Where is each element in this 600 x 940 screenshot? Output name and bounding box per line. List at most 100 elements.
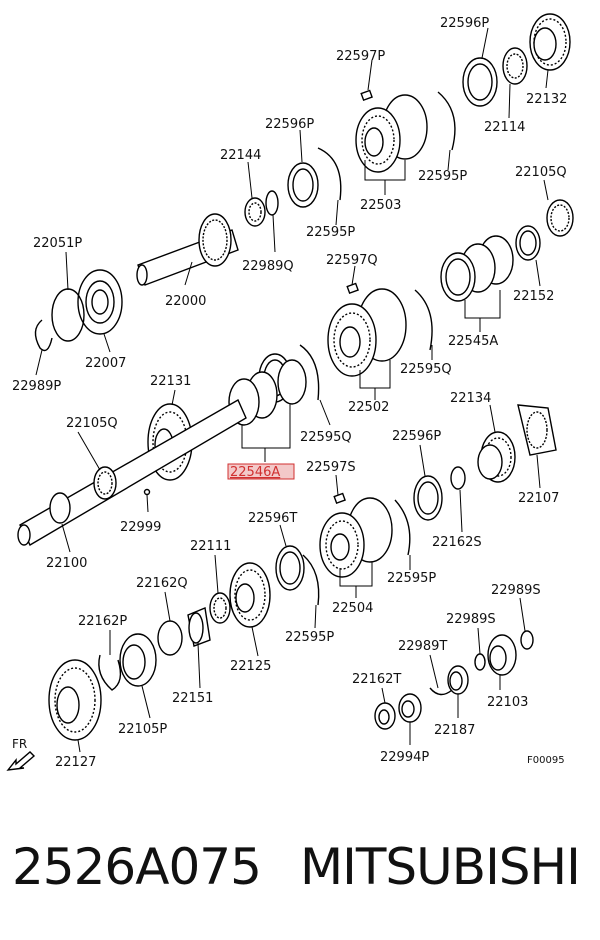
part-22597Q[interactable] <box>346 282 359 295</box>
part-22103[interactable] <box>487 634 517 676</box>
label-22132[interactable]: 22132 <box>526 92 567 107</box>
label-22000[interactable]: 22000 <box>165 294 206 309</box>
label-22994P[interactable]: 22994P <box>380 750 429 765</box>
part-22151[interactable] <box>187 607 211 647</box>
label-22007[interactable]: 22007 <box>85 356 126 371</box>
label-22595P[interactable]: 22595P <box>418 169 467 184</box>
label-22595Q[interactable]: 22595Q <box>300 430 352 445</box>
label-22989S[interactable]: 22989S <box>446 612 496 627</box>
label-22989T[interactable]: 22989T <box>398 639 447 654</box>
part-22127[interactable] <box>48 659 102 741</box>
label-22131[interactable]: 22131 <box>150 374 191 389</box>
label-22105Q[interactable]: 22105Q <box>515 165 567 180</box>
part-22162P[interactable] <box>98 654 122 691</box>
label-22595P[interactable]: 22595P <box>387 571 436 586</box>
label-22596T[interactable]: 22596T <box>248 511 297 526</box>
label-22162Q[interactable]: 22162Q <box>136 576 188 591</box>
label-22187[interactable]: 22187 <box>434 723 475 738</box>
part-22144[interactable] <box>244 197 266 227</box>
part-22595P-a[interactable] <box>437 91 456 151</box>
label-22595P[interactable]: 22595P <box>285 630 334 645</box>
label-22127[interactable]: 22127 <box>55 755 96 770</box>
part-22114[interactable] <box>502 47 528 85</box>
part-22999[interactable] <box>143 488 151 496</box>
part-22000[interactable] <box>136 213 239 286</box>
label-22162T[interactable]: 22162T <box>352 672 401 687</box>
part-22989S-b[interactable] <box>474 653 486 671</box>
label-22546A-highlighted[interactable]: 22546A <box>230 465 280 480</box>
part-22989S-a[interactable] <box>520 630 534 650</box>
label-22103[interactable]: 22103 <box>487 695 528 710</box>
part-22107[interactable] <box>517 404 557 456</box>
label-22051P[interactable]: 22051P <box>33 236 82 251</box>
part-22105P[interactable] <box>119 633 157 687</box>
part-22125[interactable] <box>229 562 271 628</box>
part-22595P-c[interactable] <box>394 499 411 556</box>
label-22595P[interactable]: 22595P <box>306 225 355 240</box>
label-22144[interactable]: 22144 <box>220 148 261 163</box>
label-22502[interactable]: 22502 <box>348 400 389 415</box>
brand-name: MITSUBISHI <box>300 838 581 896</box>
label-22989P[interactable]: 22989P <box>12 379 61 394</box>
part-22503[interactable] <box>355 94 428 173</box>
part-22994P[interactable] <box>398 693 422 723</box>
label-22503[interactable]: 22503 <box>360 198 401 213</box>
part-22596P-top[interactable] <box>462 57 498 107</box>
label-22100[interactable]: 22100 <box>46 556 87 571</box>
label-22105Q[interactable]: 22105Q <box>66 416 118 431</box>
part-22595Q-b[interactable] <box>299 344 320 401</box>
label-22134[interactable]: 22134 <box>450 391 491 406</box>
part-22596P-lower[interactable] <box>413 475 443 521</box>
part-22595Q-a[interactable] <box>414 289 433 351</box>
label-22125[interactable]: 22125 <box>230 659 271 674</box>
label-22107[interactable]: 22107 <box>518 491 559 506</box>
middle-assembly <box>17 199 574 546</box>
part-22007[interactable] <box>77 269 123 335</box>
part-22100[interactable] <box>17 399 247 546</box>
label-22989S[interactable]: 22989S <box>491 583 541 598</box>
label-22151[interactable]: 22151 <box>172 691 213 706</box>
part-22595P-d[interactable] <box>302 554 320 606</box>
arrow-down-left-icon <box>6 751 36 771</box>
label-22596P[interactable]: 22596P <box>265 117 314 132</box>
part-22504[interactable] <box>319 497 393 578</box>
label-22504[interactable]: 22504 <box>332 601 373 616</box>
label-22545A[interactable]: 22545A <box>448 334 498 349</box>
part-22162Q[interactable] <box>157 620 183 656</box>
part-22545A[interactable] <box>440 235 514 302</box>
label-22162P[interactable]: 22162P <box>78 614 127 629</box>
label-22989Q[interactable]: 22989Q <box>242 259 294 274</box>
label-22596P[interactable]: 22596P <box>392 429 441 444</box>
label-22111[interactable]: 22111 <box>190 539 231 554</box>
label-22114[interactable]: 22114 <box>484 120 525 135</box>
upper-input-assembly <box>34 13 571 352</box>
label-22596P[interactable]: 22596P <box>440 16 489 31</box>
label-22105P[interactable]: 22105P <box>118 722 167 737</box>
part-22989T[interactable] <box>429 687 453 696</box>
part-22152[interactable] <box>515 225 541 261</box>
part-22596P-mid[interactable] <box>287 162 319 208</box>
part-22597S[interactable] <box>333 492 346 505</box>
label-22597Q[interactable]: 22597Q <box>326 253 378 268</box>
part-22597P[interactable] <box>360 89 373 102</box>
part-22502[interactable] <box>327 288 407 377</box>
part-22105Q-upper[interactable] <box>546 199 574 237</box>
part-22111[interactable] <box>209 592 231 624</box>
part-22134[interactable] <box>477 431 516 483</box>
part-22989Q[interactable] <box>265 190 279 216</box>
part-labels: 22596P 22597P 22132 22114 22596P 22144 2… <box>12 16 567 770</box>
label-22597P[interactable]: 22597P <box>336 49 385 64</box>
label-22597S[interactable]: 22597S <box>306 460 356 475</box>
part-22162S[interactable] <box>450 466 466 490</box>
label-22162S[interactable]: 22162S <box>432 535 482 550</box>
part-22595P-b[interactable] <box>317 147 342 201</box>
part-22596T[interactable] <box>275 545 305 591</box>
label-22595Q[interactable]: 22595Q <box>400 362 452 377</box>
label-22152[interactable]: 22152 <box>513 289 554 304</box>
part-22132[interactable] <box>529 13 571 71</box>
part-22162T[interactable] <box>374 702 396 730</box>
part-22989P[interactable] <box>34 319 53 352</box>
label-22999[interactable]: 22999 <box>120 520 161 535</box>
part-22546A[interactable] <box>228 359 307 426</box>
part-22187[interactable] <box>447 665 469 695</box>
